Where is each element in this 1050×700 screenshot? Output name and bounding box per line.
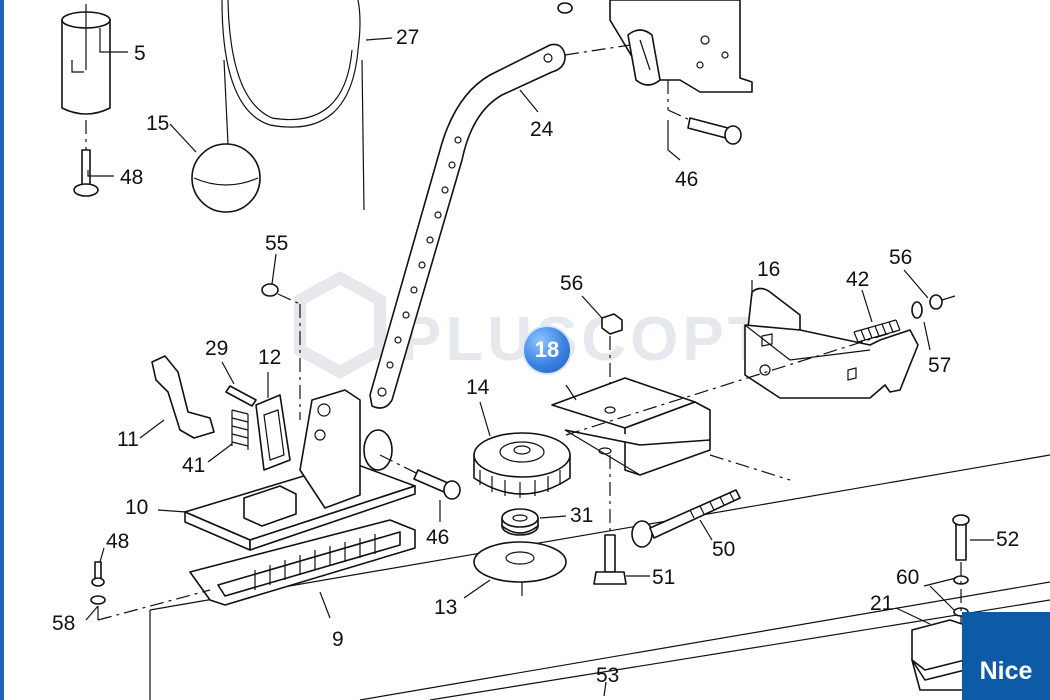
part-labels: 5 15 48 27 24 46 55 29 12 11 41 10 46 48… [52,26,1019,687]
label-13: 13 [434,596,457,619]
part-21-block [911,619,966,691]
watermark-text: PLUSCOPT [400,305,770,374]
part-51-bolt [593,455,627,585]
part-10-base [184,389,416,551]
part-12-clip [255,394,291,471]
label-55: 55 [265,232,288,255]
label-15: 15 [146,112,169,135]
part-48b-screw [91,561,105,587]
part-14-gear [473,432,571,498]
part-55-nut [261,283,301,420]
part-27-cord [221,0,365,211]
part-50-bolt [631,489,741,548]
label-29: 29 [205,337,228,360]
part-24-arm [369,43,566,409]
label-24: 24 [530,118,554,141]
label-51: 51 [652,566,675,589]
label-57: 57 [928,354,951,377]
label-14: 14 [466,376,490,399]
rail-beam [149,454,1050,700]
part-13-disc [473,541,567,600]
label-16: 16 [757,258,780,281]
label-21: 21 [870,592,893,615]
label-48-left: 48 [106,530,129,553]
part-56b-nut [929,294,956,310]
part-31-bearing [501,508,539,536]
leader-lines [85,28,994,697]
label-52: 52 [996,528,1019,551]
part-18-highlight-badge: 18 [522,325,572,375]
label-46-mid: 46 [426,526,449,549]
label-9: 9 [332,628,344,651]
label-48-top: 48 [120,166,143,189]
part-11-lever [151,355,215,439]
top-bracket [557,0,753,121]
label-56-mid: 56 [560,272,583,295]
label-12: 12 [258,346,281,369]
label-56-right: 56 [889,246,912,269]
label-42: 42 [846,268,869,291]
label-53: 53 [596,664,619,687]
label-31: 31 [570,504,593,527]
assembly-axis-line [565,329,901,436]
part-29-pin [225,385,257,407]
label-46-top: 46 [675,168,698,191]
label-60: 60 [896,566,919,589]
part-46a-bolt [687,117,742,145]
label-50: 50 [712,538,735,561]
brand-logo-text: Nice [979,657,1033,685]
label-5: 5 [134,42,146,65]
part-9-rack [189,519,416,606]
part-48a-screw [73,120,99,197]
u-bracket [551,377,711,476]
part-16-bracket [744,287,919,399]
part-5-sleeve [61,4,111,115]
part-58-washer [90,589,211,621]
label-10: 10 [125,496,148,519]
label-27: 27 [396,26,419,49]
part-15-ball [191,143,261,213]
label-41: 41 [182,454,205,477]
brand-logo: Nice [962,612,1050,700]
label-58: 58 [52,612,75,635]
assembly-axis-line-2 [709,454,791,481]
label-11: 11 [117,428,139,451]
part-46b-bolt [379,454,461,500]
part-41-spring [231,409,249,450]
part-52-bolt [952,514,970,561]
part-57-washer [911,301,923,319]
